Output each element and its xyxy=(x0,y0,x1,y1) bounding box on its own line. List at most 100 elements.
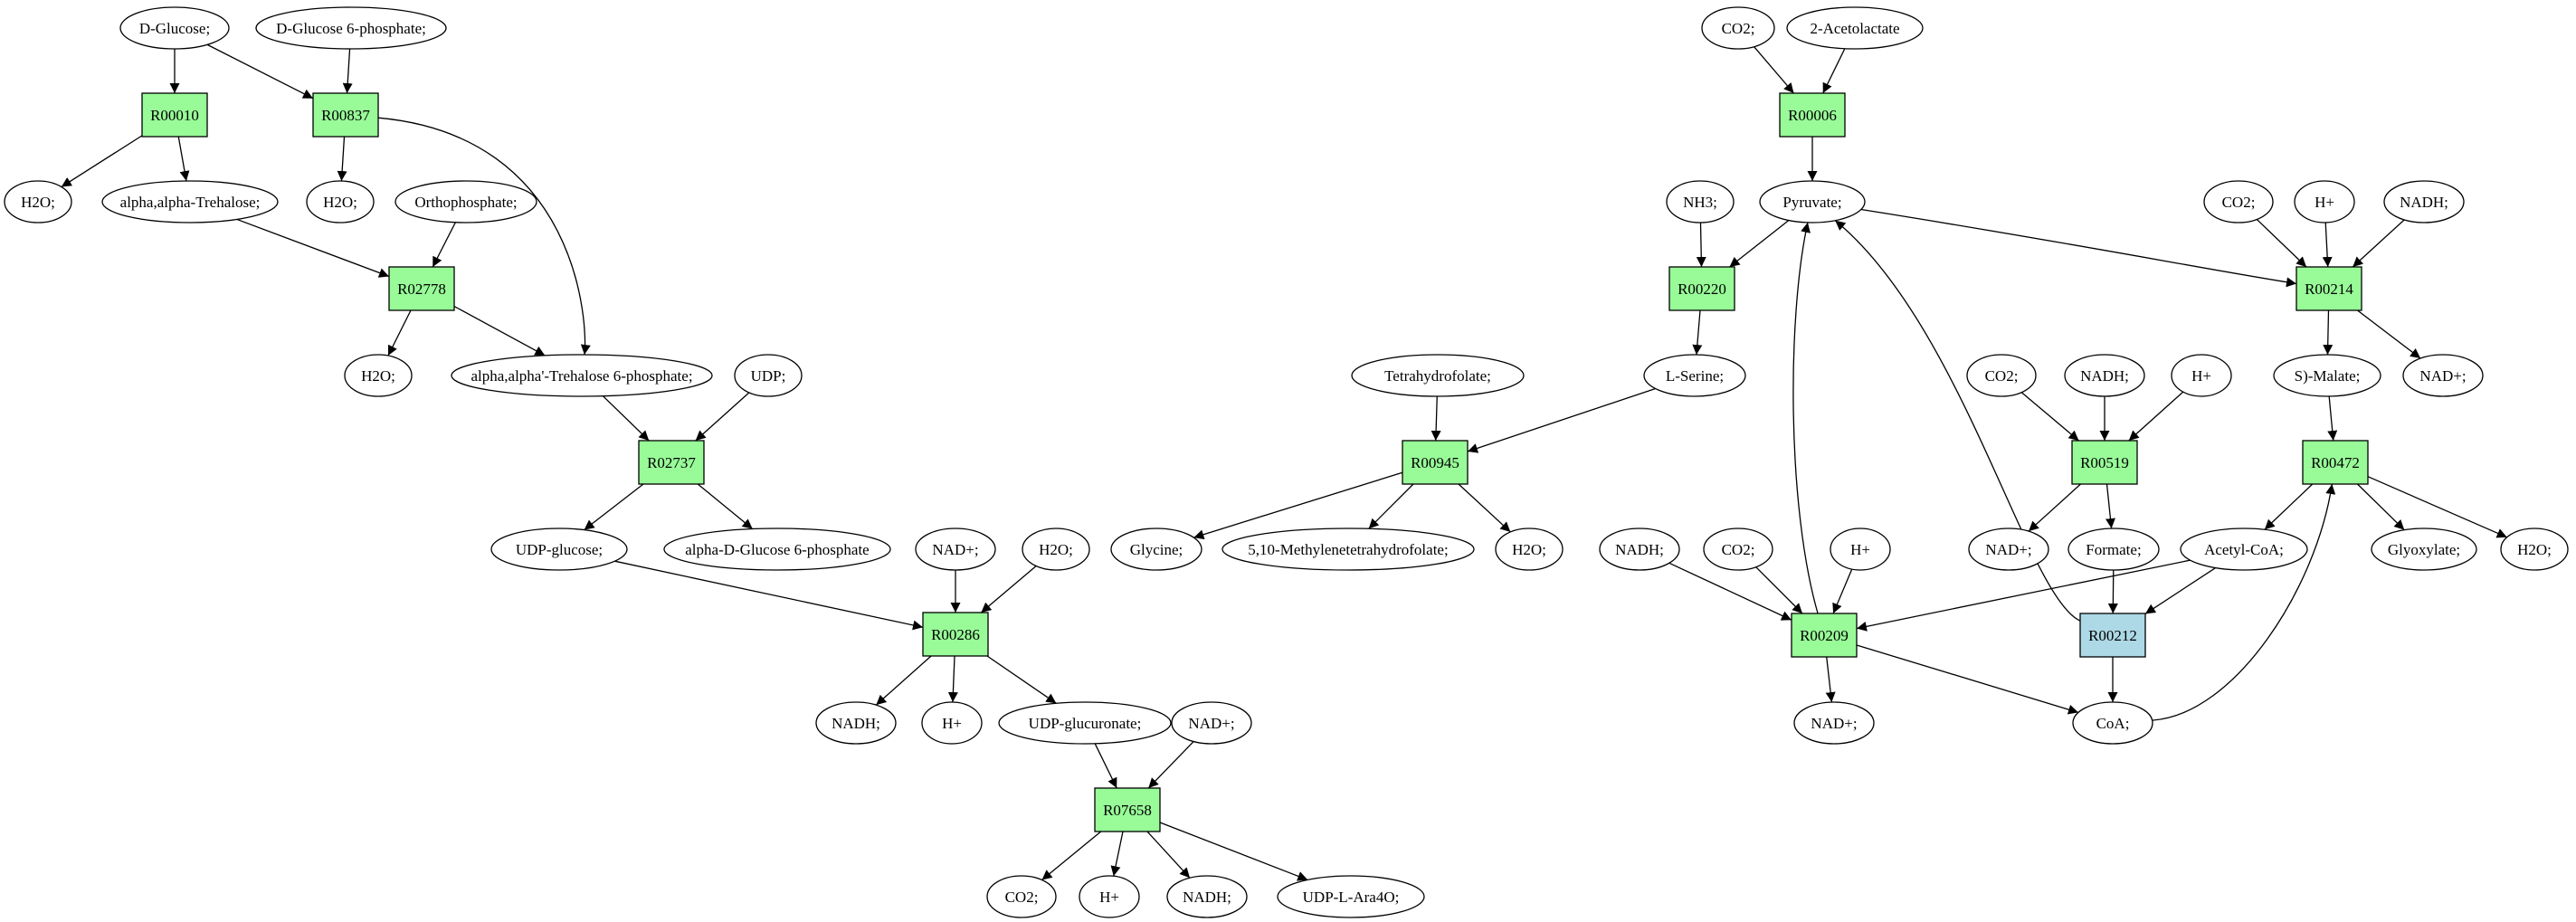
edge-R00837-to-h2o_b xyxy=(337,136,347,182)
metabolite-node-methylenethf[interactable]: 5,10-Methylenetetrahydrofolate; xyxy=(1221,528,1475,571)
reaction-node-R00006[interactable]: R00006 xyxy=(1779,92,1846,138)
metabolite-node-co2_b[interactable]: CO2; xyxy=(1701,6,1775,50)
edge-nh3-to-R00220 xyxy=(1696,222,1706,268)
metabolite-ellipse xyxy=(490,528,628,571)
metabolite-node-udpglcur[interactable]: UDP-glucuronate; xyxy=(998,701,1172,745)
metabolite-node-udpara[interactable]: UDP-L-Ara4O; xyxy=(1277,875,1425,918)
node-label: S)-Malate; xyxy=(2295,367,2361,385)
metabolite-node-nadp_e[interactable]: NAD+; xyxy=(1793,701,1875,745)
metabolite-node-h2o_f[interactable]: H2O; xyxy=(2500,528,2569,571)
node-label: H2O; xyxy=(361,367,395,385)
edge-R00945-to-methylenethf xyxy=(1368,483,1414,529)
edge-R00214-to-nadp_c xyxy=(2357,309,2421,359)
edge-dglucose-to-R00837 xyxy=(206,43,314,100)
metabolite-node-h2o_d[interactable]: H2O; xyxy=(1022,528,1090,571)
metabolite-node-acetylcoa[interactable]: Acetyl-CoA; xyxy=(2180,528,2308,571)
node-label: R00472 xyxy=(2311,454,2360,471)
metabolite-node-nadh_b[interactable]: NADH; xyxy=(1166,875,1248,918)
metabolite-ellipse xyxy=(1759,180,1866,223)
metabolite-node-nadh_c[interactable]: NADH; xyxy=(2383,180,2465,223)
reaction-node-R00519[interactable]: R00519 xyxy=(2071,440,2138,485)
metabolite-node-nadh_e[interactable]: NADH; xyxy=(1599,528,1680,571)
reaction-node-R00286[interactable]: R00286 xyxy=(922,612,989,657)
node-label: Acetyl-CoA; xyxy=(2204,541,2284,558)
reaction-node-R07658[interactable]: R07658 xyxy=(1094,787,1161,832)
reaction-node-R00837[interactable]: R00837 xyxy=(312,92,379,138)
node-label: NADH; xyxy=(2400,194,2448,211)
metabolite-node-t6p[interactable]: alpha,alpha'-Trehalose 6-phosphate; xyxy=(451,354,713,397)
metabolite-node-co2_a[interactable]: CO2; xyxy=(986,875,1057,918)
metabolite-node-dglucose[interactable]: D-Glucose; xyxy=(119,6,230,50)
node-label: R00945 xyxy=(1411,454,1459,471)
node-label: alpha-D-Glucose 6-phosphate xyxy=(685,541,869,558)
metabolite-node-orthophosphate[interactable]: Orthophosphate; xyxy=(394,180,537,223)
metabolite-node-pyruvate[interactable]: Pyruvate; xyxy=(1759,180,1866,223)
metabolite-node-h2o_c[interactable]: H2O; xyxy=(344,354,413,397)
edge-co2_e-to-R00209 xyxy=(1755,566,1803,614)
node-label: Formate; xyxy=(2086,541,2141,558)
metabolite-node-hplus_c[interactable]: H+ xyxy=(2294,180,2355,223)
reaction-node-R02778[interactable]: R02778 xyxy=(388,266,455,311)
metabolite-node-glycine[interactable]: Glycine; xyxy=(1110,528,1202,571)
edge-acetylcoa-to-R00209 xyxy=(1856,559,2191,632)
metabolite-node-nh3[interactable]: NH3; xyxy=(1666,180,1735,223)
metabolite-ellipse xyxy=(1701,6,1775,50)
metabolite-node-co2_e[interactable]: CO2; xyxy=(1703,528,1773,571)
node-label: R00837 xyxy=(321,107,370,124)
metabolite-node-glyoxylate[interactable]: Glyoxylate; xyxy=(2371,528,2477,571)
metabolite-node-hplus_a[interactable]: H+ xyxy=(921,701,983,745)
edge-smalate-to-R00472 xyxy=(2327,395,2338,442)
node-label: R00010 xyxy=(150,107,199,124)
metabolite-node-coa[interactable]: CoA; xyxy=(2072,701,2153,745)
edge-co2_c-to-R00214 xyxy=(2256,218,2307,268)
edge-thf-to-R00945 xyxy=(1431,395,1441,442)
metabolite-node-h2o_b[interactable]: H2O; xyxy=(306,180,375,223)
metabolite-node-nadp_a[interactable]: NAD+; xyxy=(915,528,996,571)
metabolite-node-hplus_b[interactable]: H+ xyxy=(1079,875,1140,918)
node-label: NAD+; xyxy=(932,541,978,558)
reaction-node-R00209[interactable]: R00209 xyxy=(1791,613,1858,658)
metabolite-ellipse xyxy=(2203,180,2274,223)
edge-R02737-to-udpglc xyxy=(584,483,644,531)
reaction-node-R00220[interactable]: R00220 xyxy=(1668,266,1735,311)
metabolite-node-lserine[interactable]: L-Serine; xyxy=(1643,354,1746,397)
reaction-node-R00212[interactable]: R00212 xyxy=(2079,613,2146,658)
metabolite-node-hplus_e[interactable]: H+ xyxy=(1830,528,1891,571)
metabolite-node-formate[interactable]: Formate; xyxy=(2067,528,2160,571)
metabolite-node-udp[interactable]: UDP; xyxy=(734,354,803,397)
reaction-node-R00945[interactable]: R00945 xyxy=(1402,440,1469,485)
node-label: H2O; xyxy=(1512,541,1546,558)
metabolite-node-thf[interactable]: Tetrahydrofolate; xyxy=(1351,354,1525,397)
edge-g6p-to-R00837 xyxy=(342,48,353,94)
metabolite-node-smalate[interactable]: S)-Malate; xyxy=(2273,354,2381,397)
metabolite-node-nadp_b[interactable]: NAD+; xyxy=(1171,701,1252,745)
reaction-box xyxy=(388,266,455,311)
metabolite-node-adg6p[interactable]: alpha-D-Glucose 6-phosphate xyxy=(663,528,891,571)
node-label: UDP-glucose; xyxy=(516,541,603,558)
reaction-node-R00010[interactable]: R00010 xyxy=(141,92,208,138)
edge-pyruvate-to-R00214 xyxy=(1860,208,2297,288)
metabolite-ellipse xyxy=(663,528,891,571)
metabolite-node-trehalose[interactable]: alpha,alpha-Trehalose; xyxy=(101,180,279,223)
metabolite-ellipse xyxy=(2383,180,2465,223)
metabolite-node-h2o_e[interactable]: H2O; xyxy=(1495,528,1564,571)
metabolite-node-co2_c[interactable]: CO2; xyxy=(2203,180,2274,223)
metabolite-node-acetolactate[interactable]: 2-Acetolactate xyxy=(1786,6,1924,50)
metabolite-node-nadh_a[interactable]: NADH; xyxy=(815,701,897,745)
reaction-node-R00214[interactable]: R00214 xyxy=(2296,266,2362,311)
metabolite-node-hplus_d[interactable]: H+ xyxy=(2171,354,2232,397)
edge-R02778-to-t6p xyxy=(453,305,546,356)
metabolite-node-nadp_c[interactable]: NAD+; xyxy=(2402,354,2484,397)
edge-nadh_c-to-R00214 xyxy=(2352,219,2405,268)
reaction-node-R00472[interactable]: R00472 xyxy=(2302,440,2369,485)
metabolite-node-h2o_a[interactable]: H2O; xyxy=(4,180,72,223)
node-label: R00214 xyxy=(2305,280,2353,298)
edge-trehalose-to-R02778 xyxy=(236,218,390,278)
metabolite-node-g6p[interactable]: D-Glucose 6-phosphate; xyxy=(255,6,447,50)
metabolite-node-co2_d[interactable]: CO2; xyxy=(1966,354,2037,397)
metabolite-node-nadh_d[interactable]: NADH; xyxy=(2064,354,2145,397)
reaction-node-R02737[interactable]: R02737 xyxy=(638,440,705,485)
metabolite-node-udpglc[interactable]: UDP-glucose; xyxy=(490,528,628,571)
metabolite-node-nadp_d[interactable]: NAD+; xyxy=(1968,528,2049,571)
edge-t6p-to-R02737 xyxy=(602,395,650,442)
